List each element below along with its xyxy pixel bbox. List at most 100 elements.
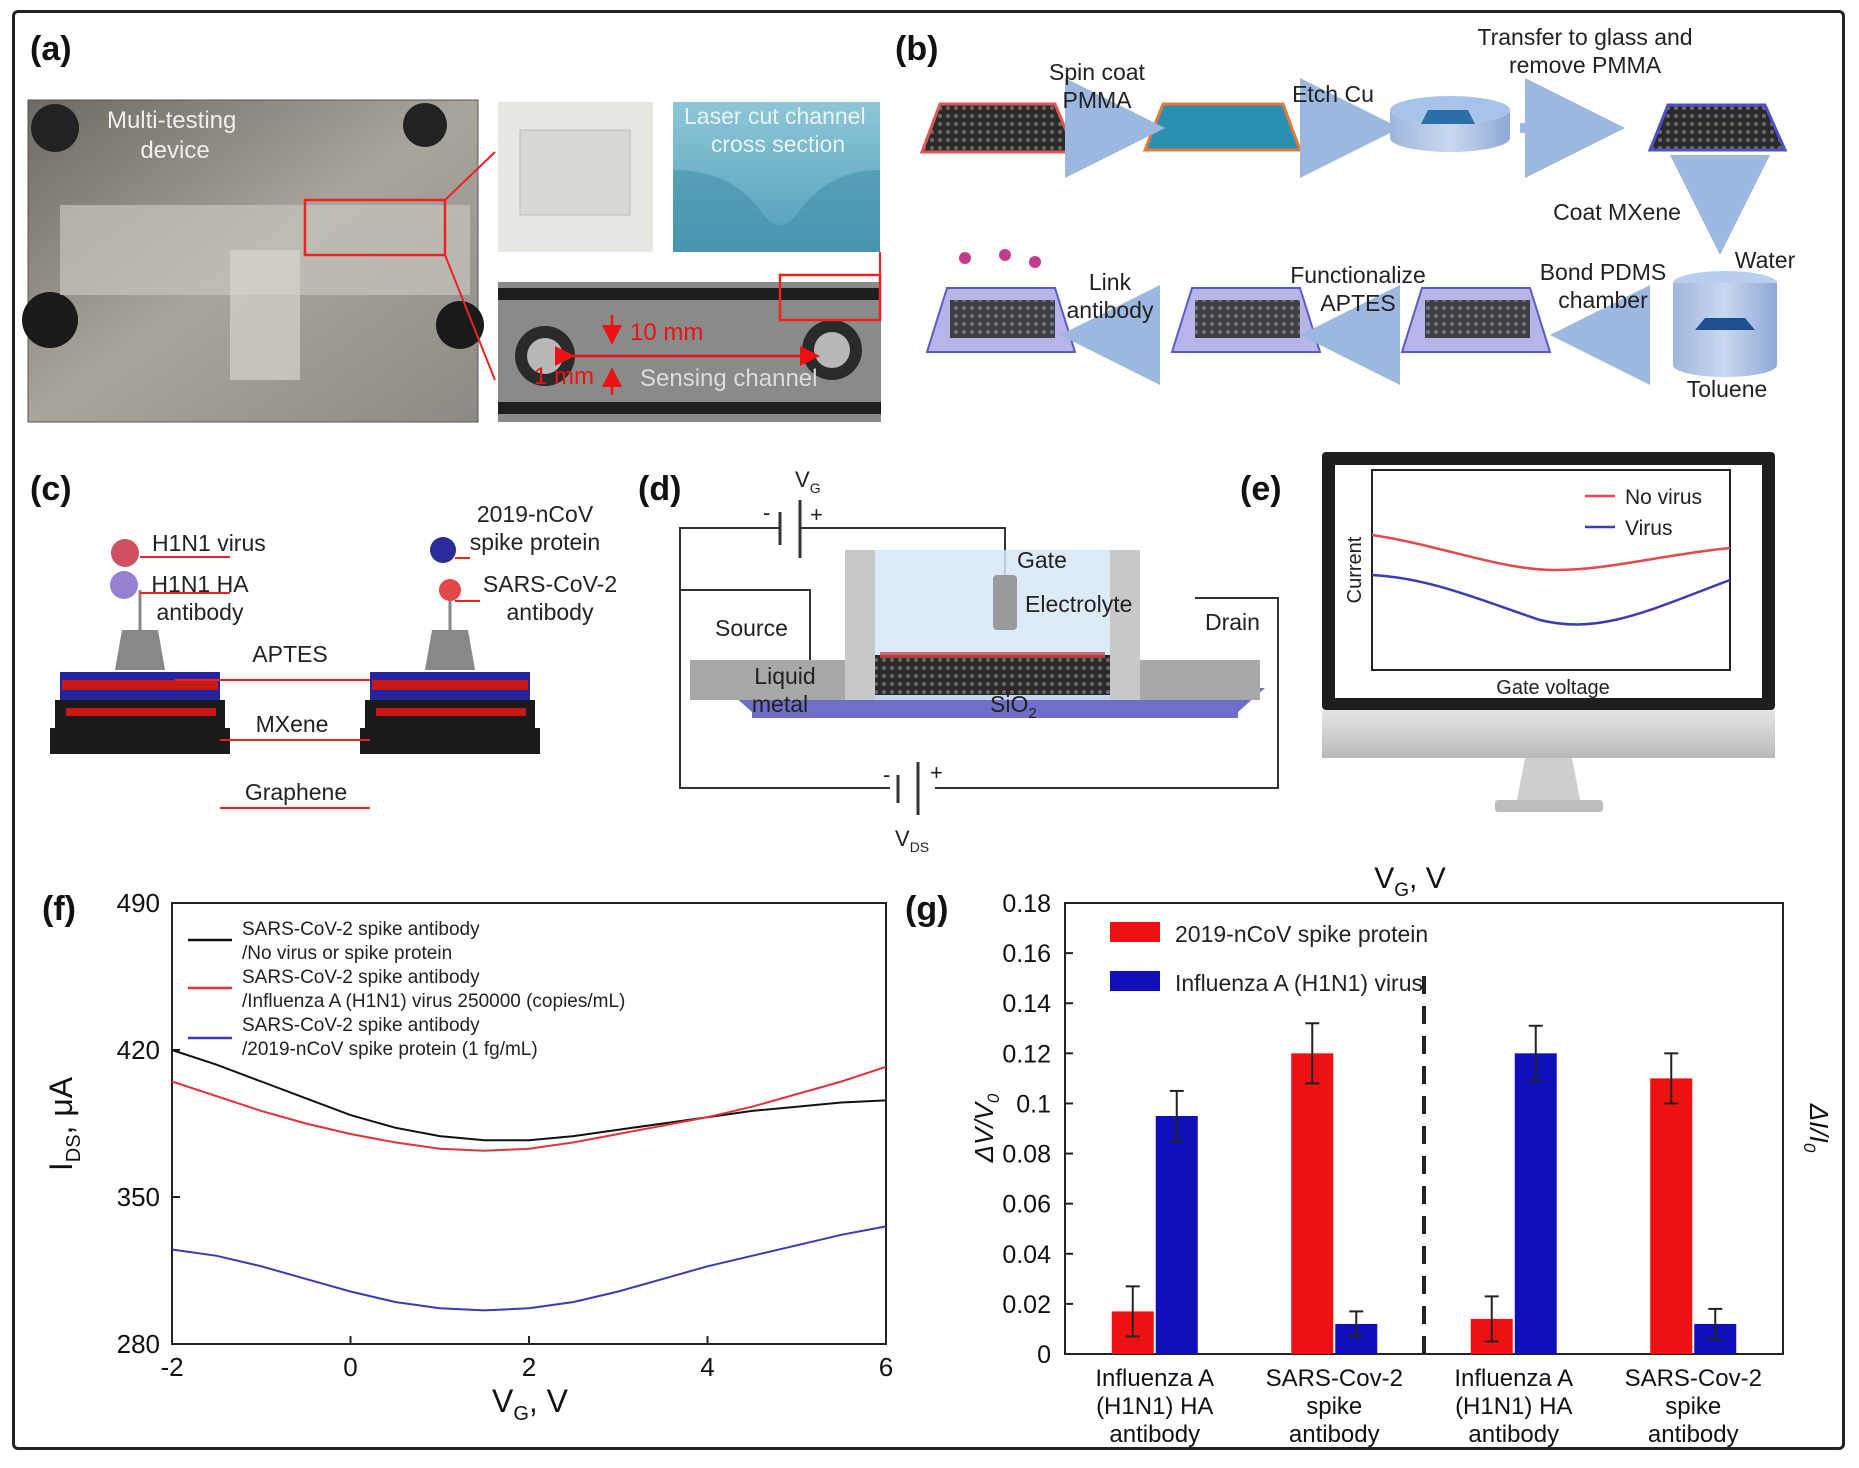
mxene-label: MXene [256,711,329,737]
sio2-label: SiO2 [990,691,1037,722]
gate-label: Gate [1017,547,1067,573]
panel-d: (d) VG - + - + VDS Gate Electrolyte Sour… [638,467,1279,855]
panel-a: (a) Multi-testing device Laser cut chann… [22,30,882,423]
g-legend-entry-1: 2019-nCoV spike protein [1175,921,1428,947]
channel-label: Sensing channel [640,365,817,392]
h1n1-antibody [110,571,138,599]
f-y-tick-label: 420 [117,1035,160,1065]
g-y-tick-label: 0 [1037,1341,1051,1369]
sensing-layer [875,655,1110,695]
g-legend-swatch-red [1110,922,1160,942]
chamber-wall-right [1110,550,1140,700]
aptes-label: APTES [252,641,327,667]
f-ylabel: IDS, μA [43,1076,85,1171]
g-bar [1650,1078,1693,1354]
f-x-tick-label: -2 [160,1352,183,1382]
circuit-wire [679,527,890,789]
cross-section-label: Laser cut channel cross section [684,103,872,157]
step-etch-label: Etch Cu [1292,81,1374,107]
f-y-tick-label: 350 [117,1182,160,1212]
g-y-tick-label: 0.08 [1002,1141,1051,1169]
step-coat-label: Coat MXene [1553,199,1681,225]
right-molecular-stack [360,537,540,754]
f-series-lines [171,1049,887,1312]
water-label: Water [1735,247,1796,273]
monitor-chin [1322,710,1775,758]
f-x-tick-label: 4 [700,1352,714,1382]
panel-c: (c) H [30,470,617,809]
svg-text:+: + [810,502,823,527]
panel-d-letter: (d) [638,470,681,508]
f-legend-entry-3: SARS-CoV-2 spike antibody/2019-nCoV spik… [242,1015,538,1060]
zoom-box [303,198,447,257]
dim-short-label: 1 mm [534,363,594,390]
drain-label: Drain [1205,609,1260,635]
g-top-label: VG, V [1374,862,1445,901]
left-molecular-stack [50,539,230,754]
svg-text:-: - [763,500,770,525]
g-y-tick-label: 0.06 [1002,1191,1051,1219]
sars-antibody [439,579,461,601]
cu-graphene-substrate [919,102,1078,154]
f-series-1 [171,1049,887,1142]
f-x-tick-label: 6 [879,1352,893,1382]
svg-text:+: + [930,760,943,785]
panel-f-letter: (f) [42,890,76,928]
f-x-tick-label: 0 [343,1352,357,1382]
g-y-tick-label: 0.1 [1016,1090,1051,1118]
f-legend-entry-2: SARS-CoV-2 spike antibody/Influenza A (H… [242,967,625,1012]
h1n1-virus [111,539,139,567]
screw-knob [436,301,484,349]
e-ylabel: Current [1344,536,1366,603]
dim-long-label: 10 mm [630,319,703,346]
graphene-on-glass [1647,103,1788,152]
h1n1-virus-label: H1N1 virus [152,530,266,556]
source-label: Source [715,615,788,641]
screw-knob [403,103,447,147]
g-ylabel: ΔV/V0 [969,1093,1003,1163]
pmma-coated-substrate [1142,102,1303,152]
g-y-tick-label: 0.16 [1002,940,1051,968]
f-legend-entry-1: SARS-CoV-2 spike antibody/No virus or sp… [242,919,480,964]
f-series-2 [171,1065,887,1152]
source-electrode [690,660,845,700]
screw-knob [22,292,78,348]
g-y-tick-label: 0.02 [1002,1291,1051,1319]
f-axis-ticks: -2 0 2 4 6 280 350 420 490 [117,888,894,1382]
g-right-label: ΔI/I0 [1800,1103,1834,1153]
f-xlabel: VG, V [492,1383,569,1425]
g-bar [1514,1053,1557,1354]
no-virus-curve [1371,533,1731,572]
f-x-tick-label: 2 [522,1352,536,1382]
monitor-stand [1517,758,1580,800]
ncov-spike-protein [430,537,456,563]
g-y-tick-label: 0.12 [1002,1040,1051,1068]
g-y-tick-label: 0.18 [1002,890,1051,918]
f-y-tick-label: 490 [117,888,160,918]
toluene-label: Toluene [1687,376,1768,402]
graphene-label: Graphene [245,779,347,805]
monitor-screen [1335,465,1762,698]
virus-curve [1371,573,1731,626]
virus-legend: Virus [1625,517,1672,540]
gate-electrode [993,575,1017,630]
f-series-3 [171,1225,887,1312]
panel-g-letter: (g) [905,890,948,928]
panel-c-letter: (c) [30,470,72,508]
g-axis-ticks: 00.020.040.060.080.10.120.140.160.18 [1002,890,1073,1369]
f-y-tick-label: 280 [117,1329,160,1359]
panel-a-letter: (a) [30,30,72,68]
svg-text:-: - [883,762,890,787]
mini-plot-frame [1371,469,1731,671]
g-bars [1111,1022,1737,1354]
